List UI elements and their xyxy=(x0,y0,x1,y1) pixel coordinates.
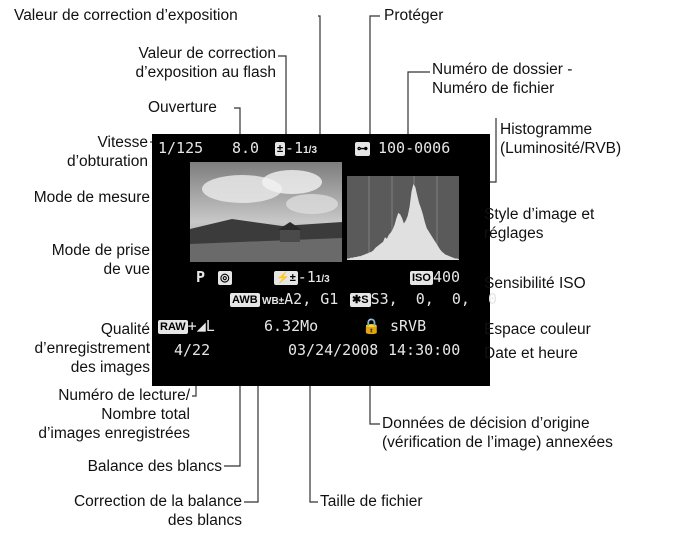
playback-number-value: 4/22 xyxy=(174,341,211,359)
protect-icon: ⊶ xyxy=(355,142,370,156)
label-protect: Protéger xyxy=(384,7,444,24)
date-value: 03/24/2008 xyxy=(288,341,379,359)
picture-style-icon: ✱S xyxy=(350,293,371,307)
white-balance-icon: AWB xyxy=(230,293,260,307)
label-file-size: Taille de fichier xyxy=(320,493,423,510)
exposure-comp-value: ±-11/3 xyxy=(275,139,318,157)
label-shutter-line2: d’obturation xyxy=(66,153,148,170)
label-histogram-line1: Histogramme xyxy=(500,121,593,138)
label-shooting-line2: de vue xyxy=(103,261,150,278)
label-metering: Mode de mesure xyxy=(33,189,150,206)
label-iso: Sensibilité ISO xyxy=(484,275,586,292)
time-value: 14:30:00 xyxy=(388,341,461,359)
wb-correction-value: WB±A2, G1 xyxy=(262,290,339,308)
label-style-line1: Style d’image et xyxy=(484,206,595,223)
leader-exposure-comp xyxy=(318,15,321,136)
label-playback-line3: d’images enregistrées xyxy=(38,425,190,442)
camera-lcd-screen: 1/125 8.0 ±-11/3 ⊶ 100-0006 P ◎ ⚡±-11/3 … xyxy=(152,134,497,386)
file-number-value: 100-0006 xyxy=(378,139,451,157)
label-verify-line2: (vérification de l’image) annexées xyxy=(382,434,613,451)
label-verify-line1: Données de décision d’origine xyxy=(382,415,590,432)
label-aperture: Ouverture xyxy=(148,99,217,116)
label-quality-line2: d’enregistrement xyxy=(34,340,150,357)
color-space-value: sRVB xyxy=(390,317,427,335)
leader-protect xyxy=(369,15,380,136)
shutter-speed-value: 1/125 xyxy=(158,139,204,157)
file-size-value: 6.32Mo xyxy=(264,317,319,335)
label-flash-comp-line2: d’exposition au flash xyxy=(135,64,276,81)
label-folder-line1: Numéro de dossier - xyxy=(432,61,573,78)
label-quality-line3: des images xyxy=(70,359,150,376)
exposure-comp-icon: ± xyxy=(275,142,286,156)
label-white-balance: Balance des blancs xyxy=(87,458,222,475)
label-shutter-line1: Vitesse xyxy=(97,134,148,151)
label-shooting-line1: Mode de prise xyxy=(51,242,150,259)
shooting-mode-value: P xyxy=(196,268,206,286)
label-flash-comp-line1: Valeur de correction xyxy=(138,45,276,62)
label-datetime: Date et heure xyxy=(484,345,578,362)
metering-mode-icon: ◎ xyxy=(218,271,232,285)
photo-thumbnail xyxy=(190,162,342,262)
leader-folder xyxy=(407,71,430,136)
leader-aperture xyxy=(234,107,241,136)
label-histogram-line2: (Luminosité/RVB) xyxy=(500,140,622,157)
label-wb-corr-line1: Correction de la balance xyxy=(73,493,242,510)
label-color-space: Espace couleur xyxy=(484,321,591,338)
label-playback-line2: Nombre total xyxy=(101,406,190,423)
leader-file-size xyxy=(309,336,318,503)
flash-comp-icon: ⚡± xyxy=(274,271,298,285)
label-folder-line2: Numéro de fichier xyxy=(432,80,555,97)
label-style-line2: réglages xyxy=(484,225,544,242)
flash-comp-value: ⚡±-11/3 xyxy=(274,268,330,286)
verification-icon: 🔒 xyxy=(362,317,381,335)
lcd-graphics xyxy=(190,162,459,262)
label-playback-line1: Numéro de lecture/ xyxy=(58,387,190,404)
label-quality-line1: Qualité xyxy=(100,321,150,338)
aperture-value: 8.0 xyxy=(232,139,260,157)
histogram xyxy=(347,176,459,260)
quality-value: RAW+◢L xyxy=(158,317,215,335)
label-wb-corr-line2: des blancs xyxy=(167,512,242,529)
label-exposure-comp: Valeur de correction d’exposition xyxy=(14,7,238,24)
